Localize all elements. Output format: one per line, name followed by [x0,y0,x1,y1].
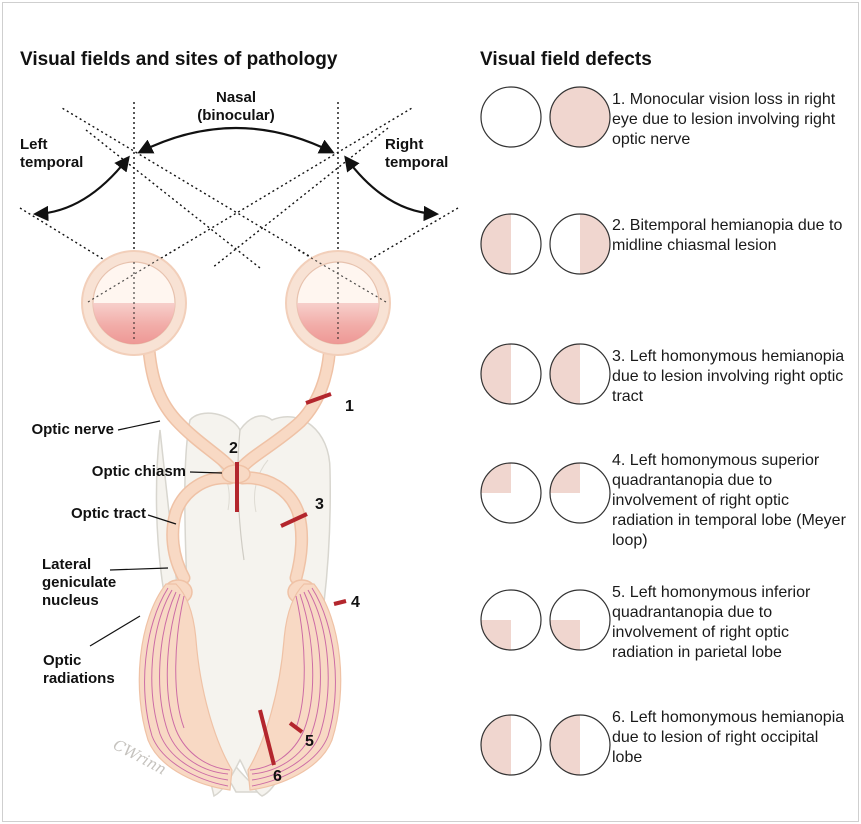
lesion-4-label: 4 [351,594,360,612]
lgn-label: Lateral geniculate nucleus [42,556,116,610]
lesion-1-label: 1 [345,398,354,416]
defect-3-right-eye-field [550,344,610,404]
right-temporal-label: Right temporal [385,136,448,172]
visual-field-circles [481,87,610,775]
defect-2-right-eye-shading [580,214,610,274]
defect-2-description: 2. Bitemporal hemianopia due to midline … [612,216,852,256]
defect-5-left-eye-field [481,590,541,650]
defect-6-right-eye-field [550,715,610,775]
defect-3-left-eye-shading [481,344,511,404]
defect-5-right-eye-field [550,590,610,650]
left-temporal-label: Left temporal [20,136,83,172]
optic-nerve-label: Optic nerve [10,421,114,439]
defect-2-right-eye-field [550,214,610,274]
defect-5-description: 5. Left homonymous inferior quadrantanop… [612,583,852,663]
defect-2-left-eye-shading [481,214,511,274]
defect-6-left-eye-field [481,715,541,775]
lesion-2-label: 2 [229,440,238,458]
nasal-label: Nasal (binocular) [186,89,286,125]
defect-3-description: 3. Left homonymous hemianopia due to les… [612,347,852,407]
lesion-4-marker [334,601,346,604]
lesion-5-label: 5 [305,733,314,751]
defect-6-left-eye-shading [481,715,511,775]
defect-2-left-eye-field [481,214,541,274]
visual-field-lines [20,102,458,310]
defect-1-left-eye-outline [481,87,541,147]
defect-1-left-eye-field [481,87,541,147]
defect-3-right-eye-shading [550,344,580,404]
optic-radiations-label: Optic radiations [43,652,115,688]
lesion-6-label: 6 [273,768,282,786]
field-arrows [36,128,436,214]
optic-tract-label: Optic tract [20,505,146,523]
defect-4-description: 4. Left homonymous superior quadrantanop… [612,451,852,551]
right-panel-title: Visual field defects [480,49,652,71]
optic-chiasm-label: Optic chiasm [20,463,186,481]
defect-1-right-eye-field [550,87,610,147]
defect-3-left-eye-field [481,344,541,404]
defect-4-right-eye-field [550,463,610,523]
lesion-3-label: 3 [315,496,324,514]
defect-6-right-eye-shading [550,715,580,775]
defect-6-description: 6. Left homonymous hemianopia due to les… [612,708,852,768]
left-panel-title: Visual fields and sites of pathology [20,49,337,71]
defect-1-description: 1. Monocular vision loss in right eye du… [612,90,852,150]
defect-4-left-eye-field [481,463,541,523]
